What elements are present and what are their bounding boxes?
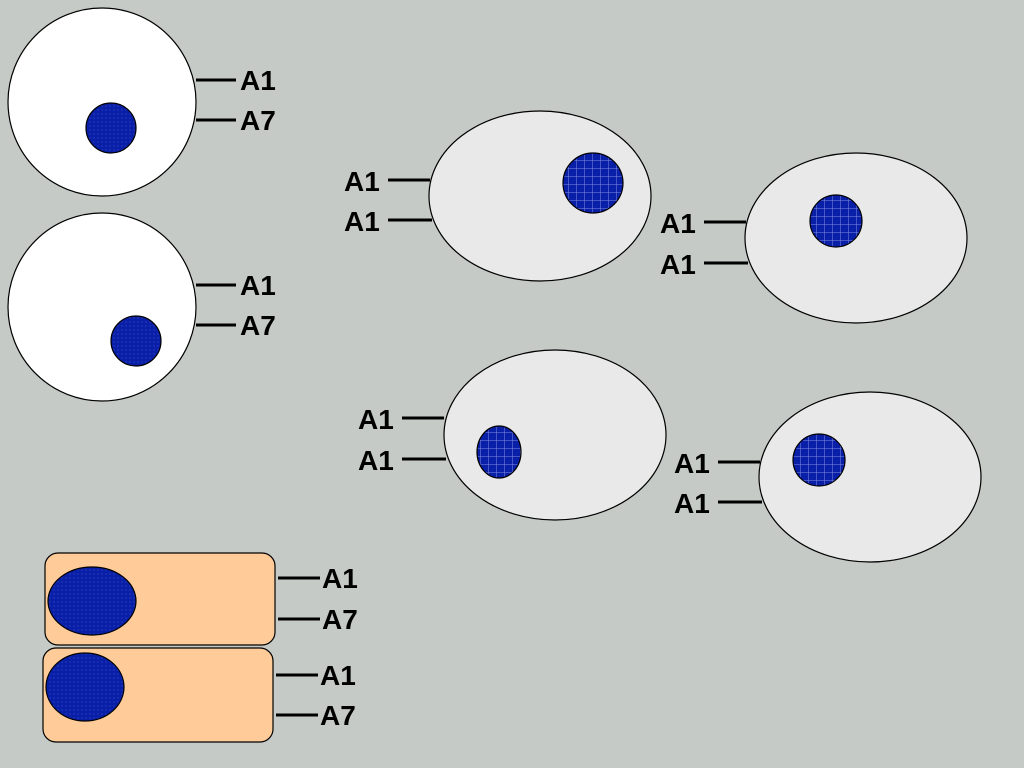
allele-label: A1 bbox=[344, 206, 380, 237]
allele-label: A1 bbox=[344, 166, 380, 197]
oval-cell-3: A1 A1 bbox=[358, 349, 667, 521]
allele-label: A1 bbox=[674, 448, 710, 479]
allele-label: A7 bbox=[322, 604, 358, 635]
round-cell-1: A1 A7 bbox=[7, 7, 276, 197]
allele-label: A1 bbox=[674, 488, 710, 519]
allele-label: A1 bbox=[660, 208, 696, 239]
allele-label: A1 bbox=[358, 404, 394, 435]
nucleus bbox=[45, 652, 125, 722]
rect-cell-1: A1 A7 bbox=[44, 552, 358, 646]
nucleus bbox=[47, 566, 137, 636]
nucleus bbox=[562, 152, 624, 214]
cell-body bbox=[443, 349, 667, 521]
nucleus bbox=[476, 425, 522, 479]
nucleus bbox=[110, 315, 162, 367]
allele-label: A7 bbox=[320, 700, 356, 731]
allele-label: A7 bbox=[240, 310, 276, 341]
cell-body bbox=[7, 7, 197, 197]
nucleus bbox=[809, 194, 863, 248]
oval-cell-4: A1 A1 bbox=[674, 391, 982, 563]
nucleus bbox=[85, 102, 137, 154]
cell-body bbox=[7, 212, 197, 402]
cell-body bbox=[758, 391, 982, 563]
rect-cell-2: A1 A7 bbox=[42, 647, 356, 743]
allele-label: A7 bbox=[240, 105, 276, 136]
allele-label: A1 bbox=[320, 660, 356, 691]
oval-cell-1: A1 A1 bbox=[344, 110, 652, 282]
allele-label: A1 bbox=[358, 445, 394, 476]
round-cell-2: A1 A7 bbox=[7, 212, 276, 402]
allele-label: A1 bbox=[322, 563, 358, 594]
allele-label: A1 bbox=[240, 270, 276, 301]
nucleus bbox=[792, 433, 846, 487]
allele-label: A1 bbox=[660, 249, 696, 280]
oval-cell-2: A1 A1 bbox=[660, 152, 968, 324]
allele-label: A1 bbox=[240, 65, 276, 96]
